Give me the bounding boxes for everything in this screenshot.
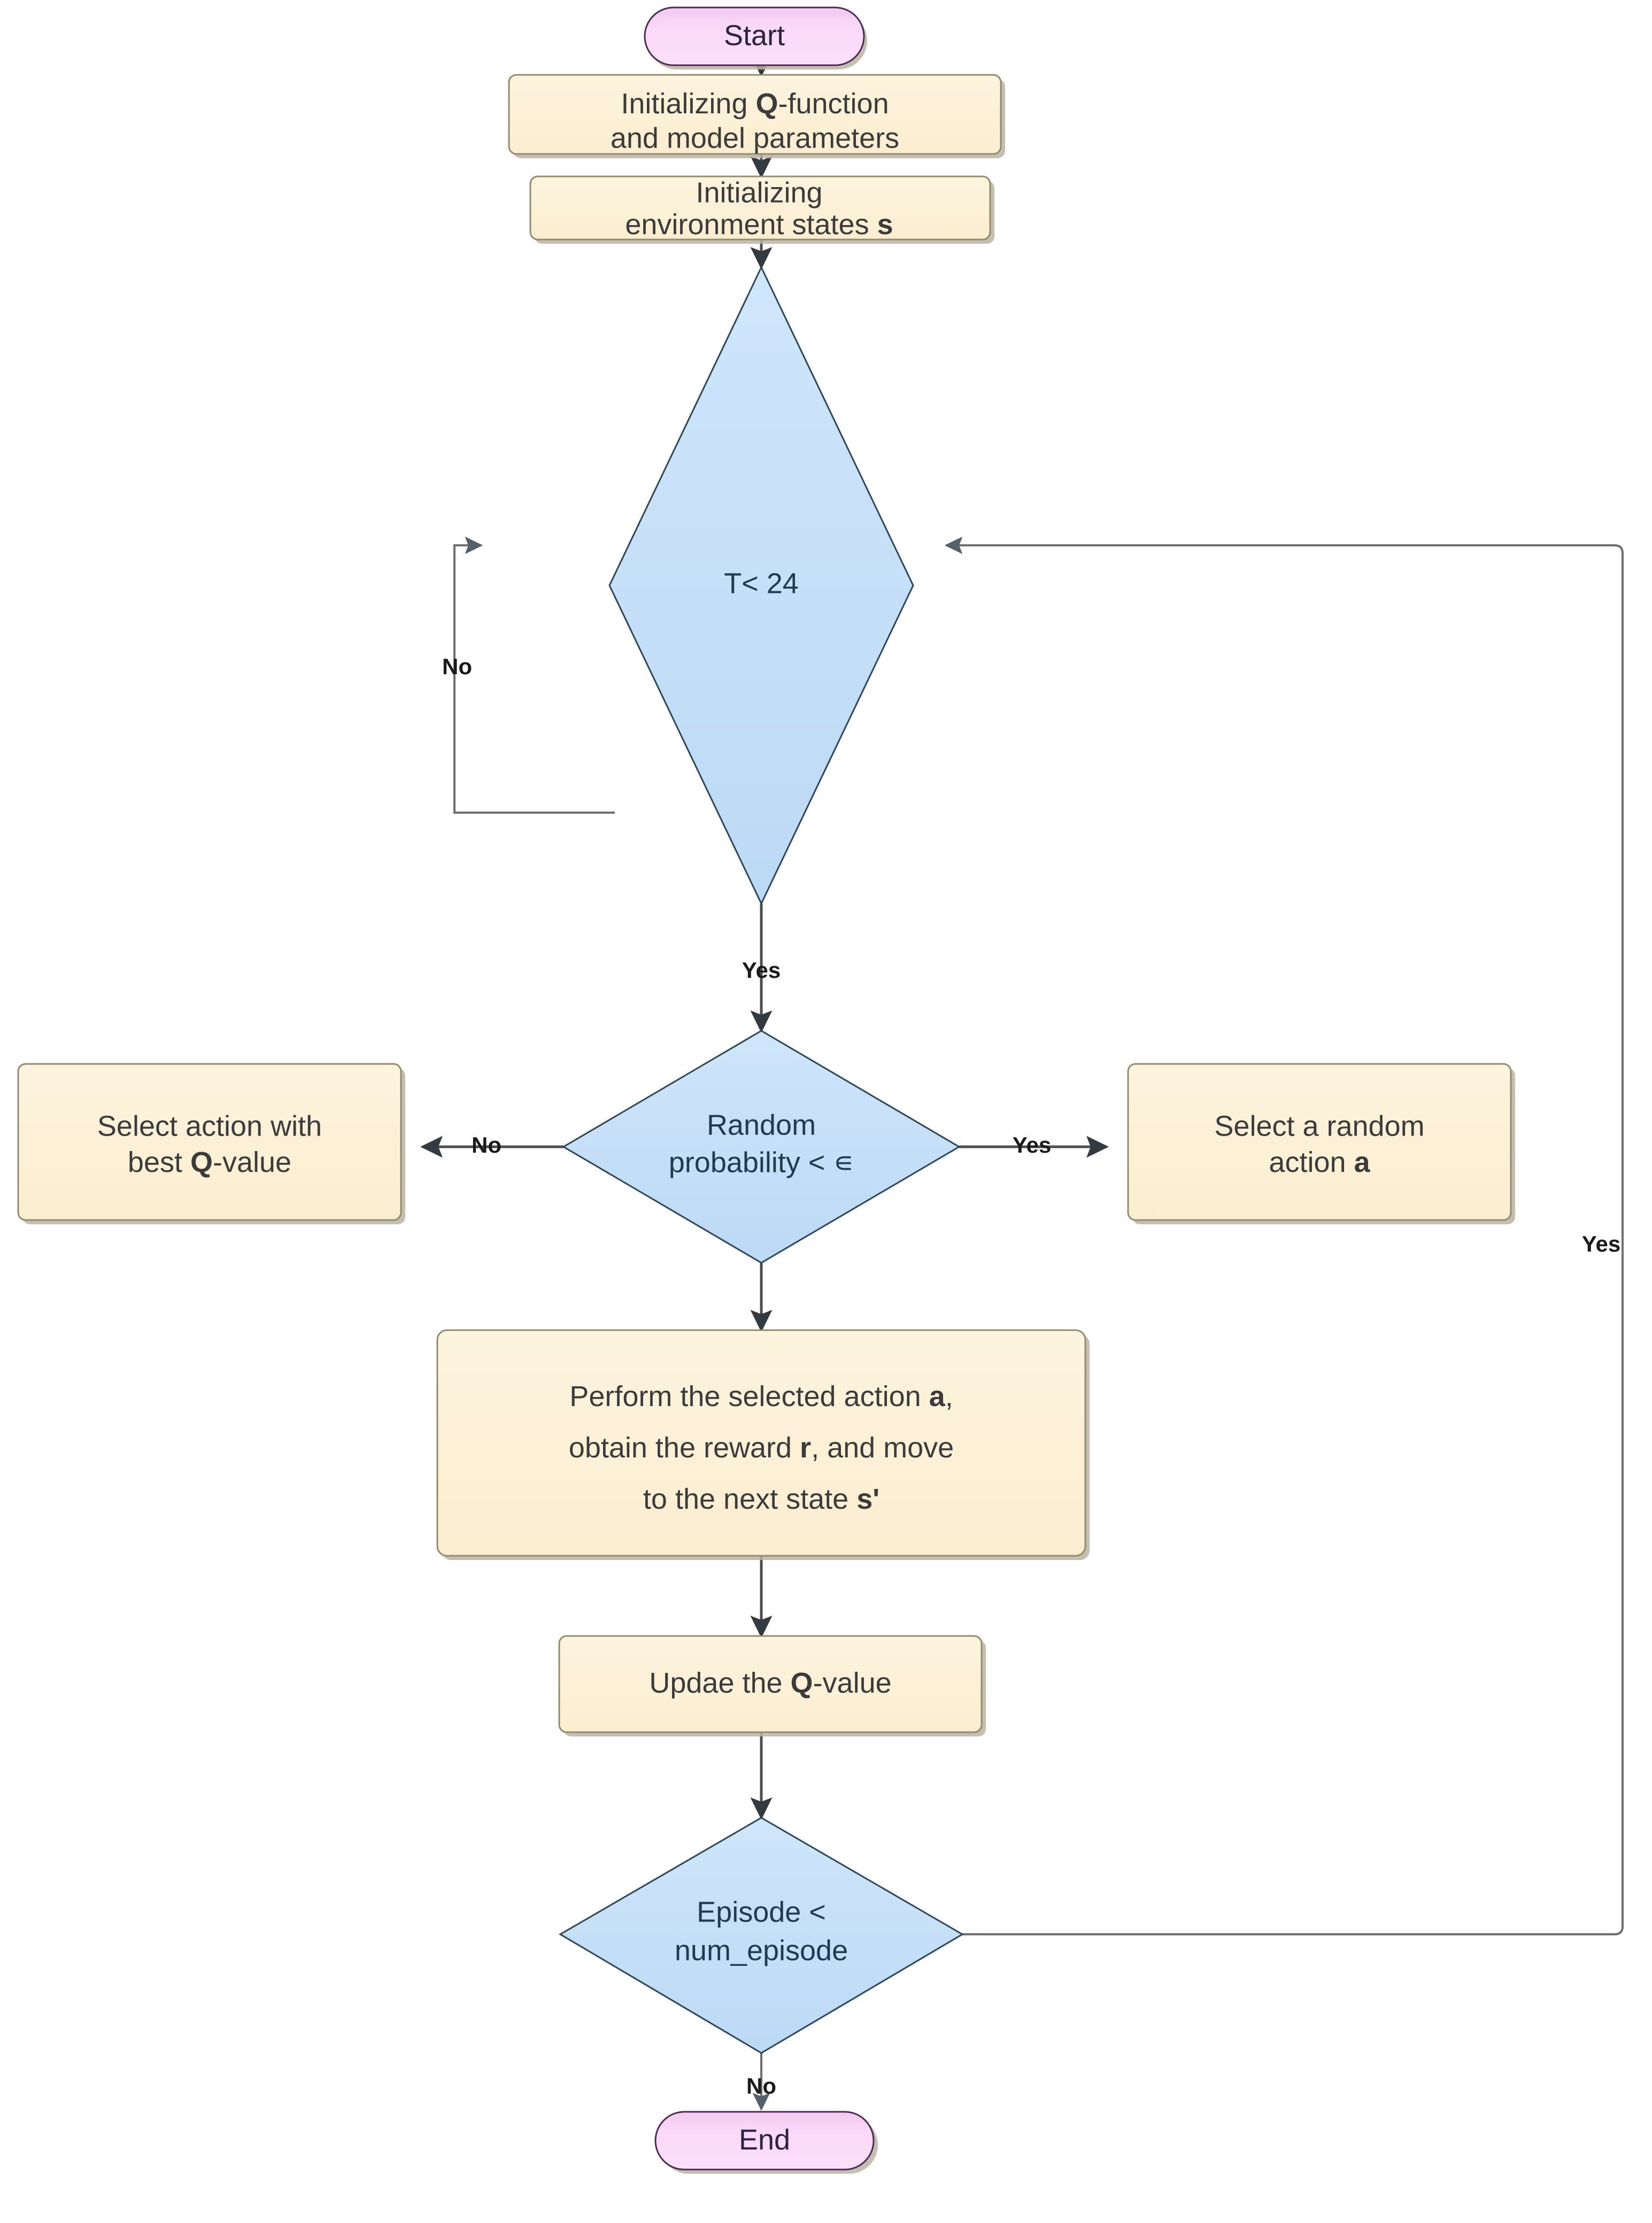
edge-label-episode-yes: Yes [1582,1231,1620,1256]
edge-t-check-yes: Yes [742,904,781,1033]
node-perform-line3: to the next state s' [643,1483,879,1515]
node-episode-check[interactable]: Episode < num_episode [559,1817,964,2054]
edge-label-t-no: No [442,654,472,679]
node-init-q-function[interactable]: Initializing Q-function and model parame… [508,74,1005,158]
node-best-q-value[interactable]: Select action with best Q-value [17,1063,405,1224]
edge-rand-no: No [420,1132,563,1158]
node-init-q-line2: and model parameters [611,122,899,154]
edge-t-check-no-loop: No [442,536,615,814]
node-best-q-line1: Select action with [97,1110,322,1142]
node-init-env-states[interactable]: Initializing environment states s [529,175,994,244]
node-perform-line2: obtain the reward r, and move [569,1432,954,1464]
edge-episode-no: No [746,2053,776,2111]
node-start-label: Start [724,19,785,51]
node-init-q-line1: Initializing Q-function [621,88,889,120]
edge-label-rand-yes: Yes [1013,1132,1051,1157]
node-end-label: End [739,2124,790,2156]
edge-label-t-yes: Yes [742,958,781,983]
node-perform-line1: Perform the selected action a, [569,1380,953,1412]
node-episode-line2: num_episode [675,1934,848,1966]
node-end[interactable]: End [654,2111,878,2174]
node-episode-line1: Episode < [697,1896,826,1928]
node-random-prob-line1: Random [707,1109,816,1141]
node-random-probability[interactable]: Random probability < ∊ [562,1030,961,1264]
node-t-check[interactable]: T< 24 [608,265,914,906]
node-update-q-value[interactable]: Updae the Q-value [558,1635,986,1736]
edge-rand-yes: Yes [959,1132,1109,1158]
edge-label-episode-no: No [746,2073,776,2098]
edge-episode-yes-loop: Yes [944,536,1624,1935]
node-perform-action[interactable]: Perform the selected action a, obtain th… [436,1329,1090,1560]
node-update-q-label: Updae the Q-value [649,1667,891,1699]
node-best-q-line2: best Q-value [128,1146,291,1178]
node-init-env-line1: Initializing [696,176,822,209]
node-init-env-line2: environment states s [625,209,893,241]
node-random-action[interactable]: Select a random action a [1127,1063,1515,1224]
node-t-check-label: T< 24 [724,567,799,599]
node-random-action-line2: action a [1269,1146,1370,1178]
node-random-prob-line2: probability < ∊ [669,1146,854,1178]
edge-label-rand-no: No [472,1132,501,1157]
node-start[interactable]: Start [644,6,867,70]
node-random-action-line1: Select a random [1214,1110,1424,1142]
